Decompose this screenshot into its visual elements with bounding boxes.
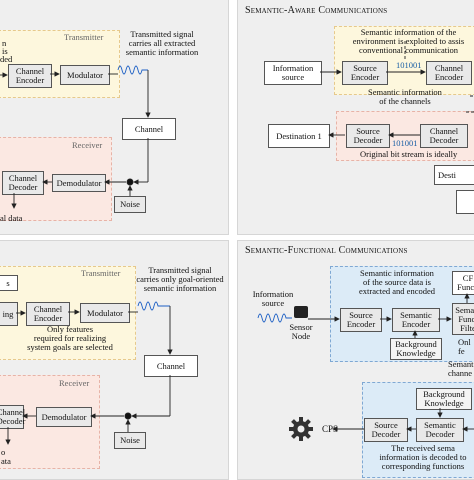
channel-decoder-box: Channel Decoder — [420, 124, 468, 148]
bit-stream-label: 101001 — [396, 60, 422, 70]
semantic-decoder-box: Semantic Decoder — [416, 418, 464, 442]
note-line: Transmitted signal — [148, 265, 212, 275]
fragment-text: o — [1, 447, 6, 457]
information-source-label: Information source — [248, 290, 298, 308]
sensor-node-icon — [294, 306, 308, 318]
transmitted-signal-note: Transmitted signal carries all extracted… — [112, 30, 212, 57]
modulator-box: Modulator — [80, 303, 130, 323]
box-partial: s — [0, 275, 18, 291]
transmitter-label: Transmitter — [81, 268, 121, 278]
channel-note-partial: Semant channe — [448, 360, 474, 378]
source-encoder-box: Source Encoder — [342, 61, 388, 85]
cps-label: CPS — [322, 424, 339, 434]
note-line: Onl — [458, 337, 471, 347]
fragment-text: is — [2, 46, 8, 56]
semantic-encoder-box: Semantic Encoder — [392, 308, 440, 332]
gear-icon-graphic — [289, 417, 313, 441]
fragment-text: n — [2, 38, 7, 48]
noise-box: Noise — [114, 432, 146, 449]
semantic-extraction-note: Semantic information of the source data … — [342, 269, 452, 296]
signal-wave — [257, 313, 292, 323]
note-line: Only features — [46, 324, 94, 334]
note-line: semantic information — [143, 283, 217, 293]
note-line: carries only goal-oriented — [136, 274, 224, 284]
note-line: system goals are selected — [27, 342, 113, 352]
channel-encoder-box: Channel Encoder — [426, 61, 472, 85]
note-line: information is decoded to — [379, 452, 467, 462]
fragment-text: ata — [1, 456, 11, 466]
features-note: Only features required for realizing sys… — [20, 325, 120, 352]
source-encoder-box: Source Encoder — [340, 308, 382, 332]
noise-box: Noise — [114, 196, 146, 213]
environment-note: Semantic information of the environment … — [336, 28, 474, 55]
note-line: Transmitted signal — [130, 29, 194, 39]
modulator-box: Modulator — [60, 65, 110, 85]
channel-semantics-note: Semantic information of the channels — [345, 88, 465, 106]
note-line: The received sema — [391, 443, 455, 453]
channel-box: Channel — [122, 118, 176, 140]
channel-decoder-box: Channel Decoder — [0, 405, 25, 429]
gear-icon — [288, 416, 314, 447]
note-line: Semantic information — [360, 268, 434, 278]
destination-box: Destination 1 — [268, 124, 330, 148]
label-line: Sensor — [289, 322, 313, 332]
transmitted-signal-note: Transmitted signal carries only goal-ori… — [130, 266, 230, 293]
receiver-label: Receiver — [72, 140, 103, 150]
label-line: source — [261, 298, 285, 308]
signal-wave — [117, 65, 148, 75]
cps-function-box: CF Functi — [452, 271, 474, 295]
demodulator-box: Demodulator — [36, 407, 92, 427]
note-line: semantic information — [125, 47, 199, 57]
panel-title: Semantic-Functional Communications — [245, 245, 408, 256]
adder-node — [124, 412, 132, 420]
transmitter-label: Transmitter — [64, 32, 104, 42]
fragment-text: ded — [0, 54, 13, 64]
note-line: required for realizing — [33, 333, 107, 343]
note-line: extracted and encoded — [359, 286, 435, 296]
bit-stream-label: 101001 — [392, 138, 418, 148]
note-line: of the source data is — [363, 277, 431, 287]
note-line: channe — [448, 368, 473, 378]
note-line: of the channels — [379, 96, 431, 106]
fragment-text: al data — [0, 213, 23, 223]
note-line: Semantic information of the — [360, 27, 457, 37]
information-source-box: Information source — [264, 61, 322, 85]
semantic-function-filter-box: Semant Funct Filte — [452, 303, 474, 335]
note-line: Semant — [448, 359, 474, 369]
note-line: Semantic information — [368, 87, 442, 97]
panel-title: Semantic-Aware Communications — [245, 5, 388, 16]
sensor-node-label: Sensor Node — [286, 323, 316, 341]
signal-wave — [137, 301, 170, 311]
decoding-note: The received sema information is decoded… — [366, 444, 474, 471]
features-note-partial: Onl fe — [458, 338, 471, 356]
channel-box: Channel — [144, 355, 198, 377]
channel-encoder-box: Channel Encoder — [8, 64, 52, 88]
original-bitstream-note: Original bit stream is ideally — [360, 149, 458, 159]
adder-node — [126, 178, 134, 186]
background-knowledge-box: Background Knowledge — [390, 338, 442, 360]
source-decoder-box: Source Decoder — [346, 124, 390, 148]
receiver-label: Receiver — [59, 378, 90, 388]
note-line: fe — [458, 346, 465, 356]
channel-encoder-box: Channel Encoder — [26, 302, 70, 326]
note-line: carries all extracted — [128, 38, 196, 48]
note-line: corresponding functions — [381, 461, 465, 471]
label-line: Node — [291, 331, 311, 341]
box-partial — [456, 190, 474, 214]
label-line: Information — [252, 289, 294, 299]
note-line: conventional communication — [359, 45, 458, 55]
channel-decoder-box: Channel Decoder — [2, 171, 44, 195]
encoder-box-partial: ing — [0, 302, 18, 326]
background-knowledge-box: Background Knowledge — [416, 388, 472, 410]
note-line: environment is exploited to assis — [352, 36, 465, 46]
destination-box-partial: Desti — [434, 165, 474, 185]
